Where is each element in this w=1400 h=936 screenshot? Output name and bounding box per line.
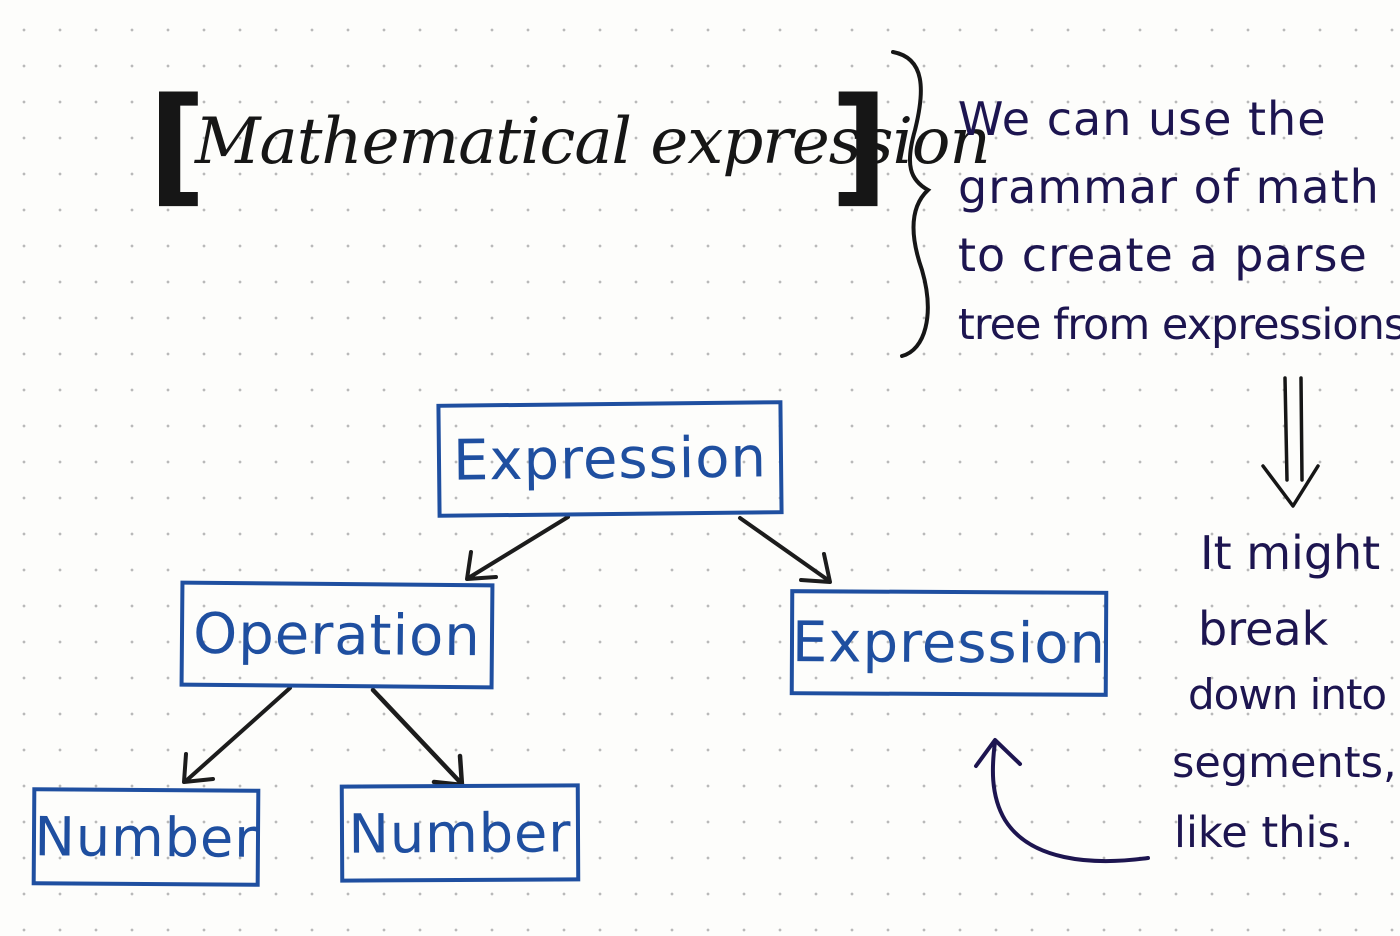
note-line-4: tree from expressions [958, 300, 1400, 350]
note-line-3: to create a parse [958, 228, 1368, 282]
note-line-2: grammar of math [958, 160, 1380, 214]
title-left-bracket: [ [148, 71, 207, 220]
node-number-left: Number [31, 787, 261, 887]
note2-line-5: like this. [1174, 808, 1354, 858]
note2-line-1: It might [1200, 526, 1381, 580]
title-right-bracket: ] [830, 71, 889, 220]
note2-line-2: break [1198, 602, 1329, 656]
note2-line-3: down into [1188, 670, 1387, 719]
note2-line-4: segments, [1172, 738, 1397, 788]
node-number-right-label: Number [348, 800, 572, 866]
node-operation: Operation [179, 580, 495, 690]
title-text: Mathematical expression [195, 105, 991, 179]
node-number-right: Number [339, 783, 581, 883]
node-number-left-label: Number [34, 804, 258, 870]
node-right-expression: Expression [789, 589, 1109, 697]
node-right-label: Expression [791, 609, 1107, 677]
node-root-expression: Expression [436, 400, 784, 518]
note-line-1: We can use the [958, 92, 1327, 146]
node-operation-label: Operation [192, 601, 482, 669]
node-root-label: Expression [452, 424, 768, 494]
